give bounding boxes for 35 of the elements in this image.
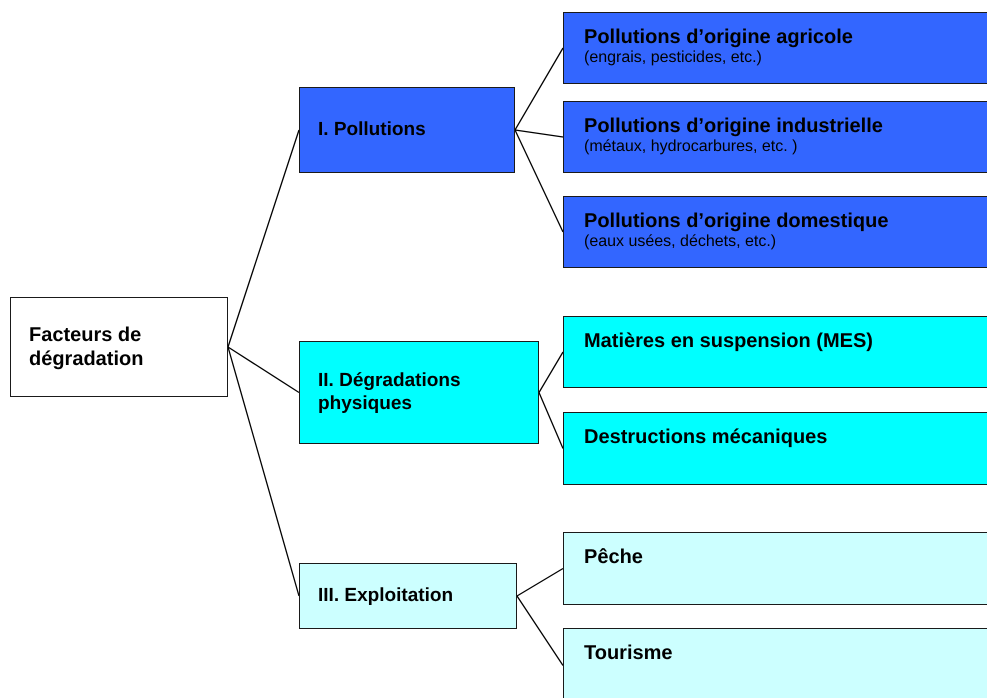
box-heading: Destructions mécaniques [584,425,828,449]
connector-line [227,346,300,596]
box-heading: Pêche [584,545,644,569]
category-box [563,196,987,268]
connector-line [516,596,564,666]
category-box [563,628,987,698]
box-subtext: (engrais, pesticides, etc.) [584,49,763,67]
box-subtext: (métaux, hydrocarbures, etc. ) [584,138,798,156]
box-heading: Matières en suspension (MES) [584,329,874,353]
category-box [299,563,517,629]
category-box [299,341,539,444]
box-heading: Pollutions d’origine industrielle [584,114,884,138]
box-heading: Pollutions d’origine domestique [584,209,890,233]
connector-line [228,346,300,394]
connector-line [514,129,564,138]
box-heading: Tourisme [584,641,674,665]
category-box [563,101,987,173]
category-box [563,12,987,84]
box-heading: Pollutions d’origine agricole [584,25,854,49]
box-heading: III. Exploitation [318,584,454,608]
box-subtext: (eaux usées, déchets, etc.) [584,233,778,251]
box-heading: II. Dégradations physiques [318,370,462,416]
connector-line [538,352,564,393]
connector-line [516,568,564,597]
connector-line [538,392,564,449]
category-box [299,87,515,173]
category-box [10,297,228,397]
box-heading: I. Pollutions [318,118,427,142]
connector-line [514,130,564,232]
category-box [563,532,987,605]
connector-line [514,48,564,130]
category-box [563,412,987,485]
category-box [563,316,987,388]
connector-line [227,130,300,348]
box-heading: Facteurs de dégradation [29,323,144,371]
